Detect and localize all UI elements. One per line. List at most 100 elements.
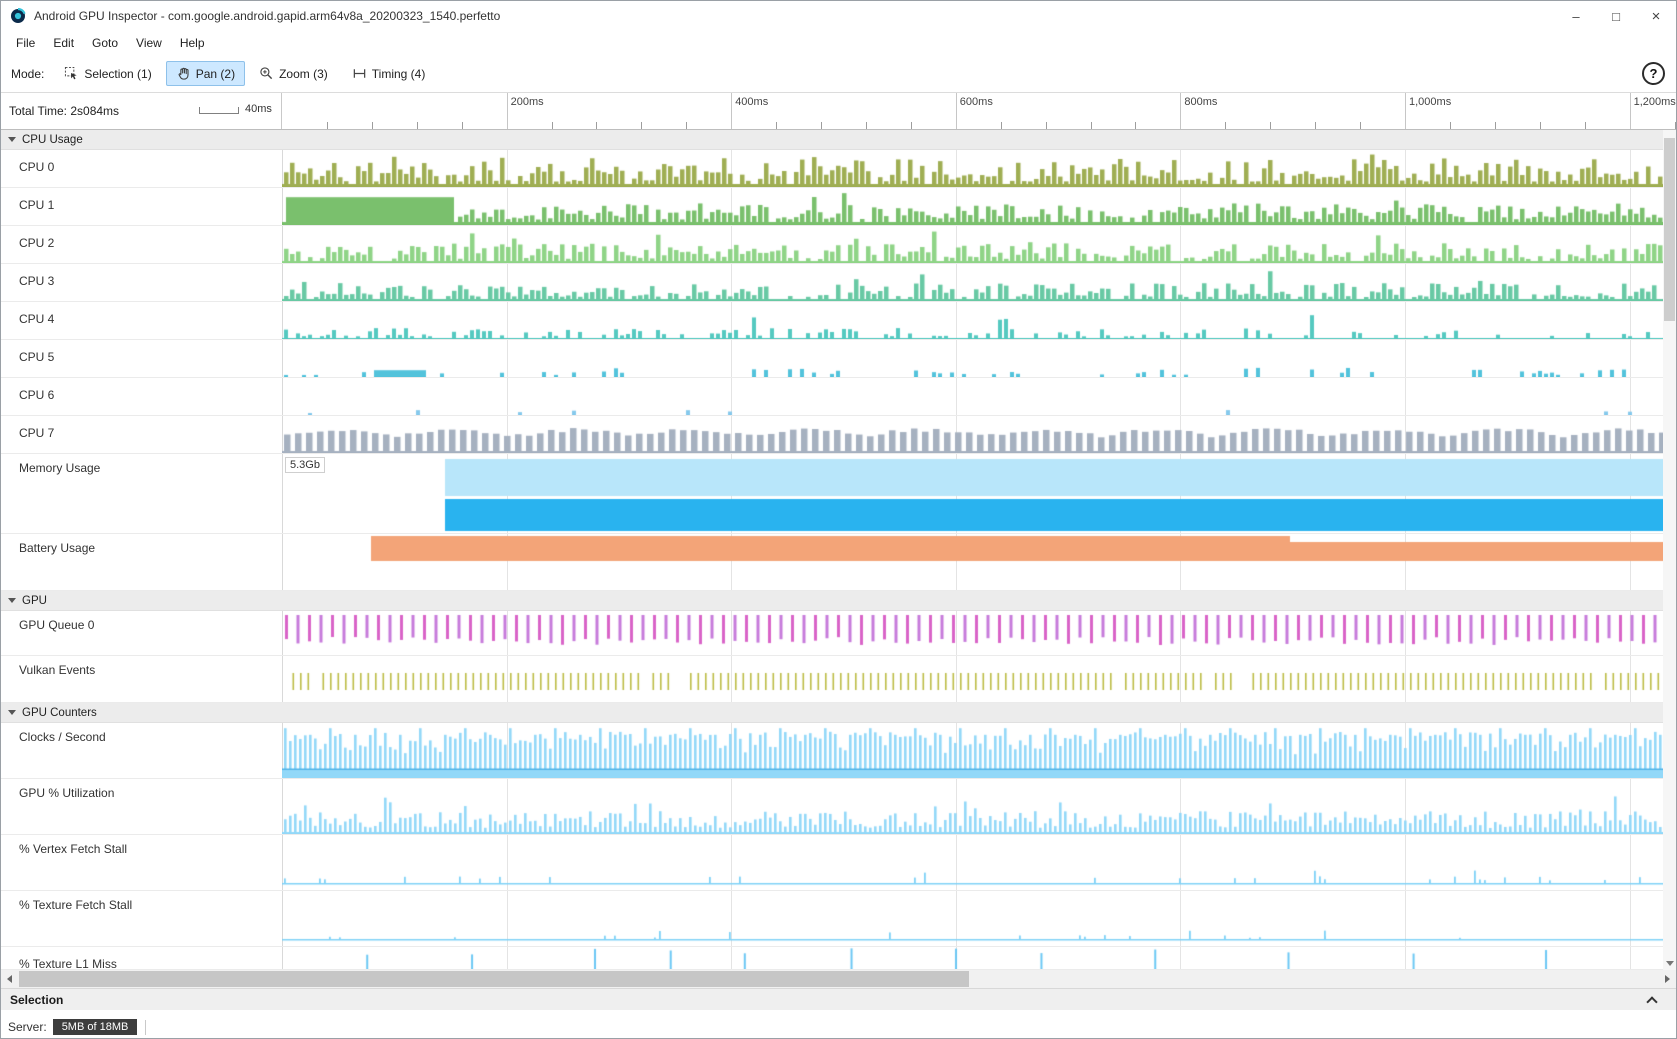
h-scroll-right-arrow[interactable] bbox=[1659, 970, 1676, 988]
toolbar: Mode: Selection (1)Pan (2)Zoom (3)Timing… bbox=[1, 55, 1676, 93]
ruler-minor-tick bbox=[910, 122, 912, 129]
track-label: CPU 0 bbox=[1, 150, 282, 187]
track-chart-texture-fetch-stall[interactable] bbox=[282, 891, 1676, 946]
track-chart-memory-usage[interactable]: 5.3Gb bbox=[282, 454, 1676, 533]
track-row-cpu-2: CPU 2 bbox=[1, 226, 1676, 264]
mode-buttons: Selection (1)Pan (2)Zoom (3)Timing (4) bbox=[54, 61, 439, 86]
track-chart-cpu-4[interactable] bbox=[282, 302, 1676, 339]
ruler-minor-tick bbox=[416, 122, 418, 129]
track-row-vulkan-events: Vulkan Events bbox=[1, 656, 1676, 703]
ruler-minor-tick bbox=[1360, 122, 1362, 129]
ruler-tick-label: 400ms bbox=[735, 96, 769, 108]
track-row-texture-fetch-stall: % Texture Fetch Stall bbox=[1, 891, 1676, 947]
ruler-minor-tick bbox=[641, 122, 643, 129]
section-title: GPU bbox=[22, 594, 47, 607]
section-header-gpu-counters[interactable]: GPU Counters bbox=[1, 703, 1676, 723]
track-chart-cpu-7[interactable] bbox=[282, 416, 1676, 453]
track-canvas bbox=[282, 611, 1676, 655]
track-label: CPU 3 bbox=[1, 264, 282, 301]
track-chart-battery-usage[interactable] bbox=[282, 534, 1676, 590]
app-icon bbox=[10, 8, 26, 24]
ruler-minor-tick bbox=[1539, 122, 1541, 129]
mode-button-pan[interactable]: Pan (2) bbox=[165, 61, 246, 86]
track-row-cpu-3: CPU 3 bbox=[1, 264, 1676, 302]
section-header-gpu[interactable]: GPU bbox=[1, 591, 1676, 611]
track-canvas bbox=[282, 723, 1676, 778]
track-chart-clocks-second[interactable] bbox=[282, 723, 1676, 778]
mode-button-selection[interactable]: Selection (1) bbox=[54, 61, 161, 86]
ruler-minor-tick bbox=[1674, 122, 1676, 129]
memory-value-label: 5.3Gb bbox=[285, 457, 325, 473]
track-canvas bbox=[282, 416, 1676, 453]
help-button[interactable]: ? bbox=[1642, 62, 1665, 85]
ruler-major-tick bbox=[1180, 93, 1182, 129]
track-row-clocks-second: Clocks / Second bbox=[1, 723, 1676, 779]
minimize-button[interactable]: – bbox=[1572, 8, 1580, 24]
mode-button-timing[interactable]: Timing (4) bbox=[342, 61, 436, 86]
selection-panel-header[interactable]: Selection bbox=[1, 988, 1676, 1010]
ruler-tick-label: 200ms bbox=[510, 96, 544, 108]
track-chart-cpu-6[interactable] bbox=[282, 378, 1676, 415]
h-scroll-thumb[interactable] bbox=[19, 971, 969, 987]
close-button[interactable]: × bbox=[1651, 7, 1661, 25]
track-row-cpu-5: CPU 5 bbox=[1, 340, 1676, 378]
ruler-major-tick bbox=[506, 93, 508, 129]
section-title: CPU Usage bbox=[22, 133, 83, 146]
menu-help[interactable]: Help bbox=[179, 36, 205, 50]
track-chart-cpu-2[interactable] bbox=[282, 226, 1676, 263]
scale-label: 40ms bbox=[245, 103, 272, 115]
track-canvas bbox=[282, 947, 1676, 969]
collapse-chevron-icon[interactable] bbox=[1646, 996, 1658, 1008]
ruler-minor-tick bbox=[1225, 122, 1227, 129]
ruler-left-panel: Total Time: 2s084ms 40ms bbox=[1, 93, 282, 129]
track-chart-gpu-utilization[interactable] bbox=[282, 779, 1676, 834]
ruler-minor-tick bbox=[1090, 122, 1092, 129]
ruler-minor-tick bbox=[865, 122, 867, 129]
track-chart-cpu-1[interactable] bbox=[282, 188, 1676, 225]
collapse-triangle-icon bbox=[8, 598, 16, 603]
track-label: CPU 5 bbox=[1, 340, 282, 377]
maximize-button[interactable]: □ bbox=[1612, 8, 1620, 24]
ruler-minor-tick bbox=[326, 122, 328, 129]
track-canvas bbox=[282, 340, 1676, 377]
track-canvas bbox=[282, 656, 1676, 702]
track-label: CPU 2 bbox=[1, 226, 282, 263]
left-arrow-icon bbox=[7, 975, 12, 983]
track-label: CPU 1 bbox=[1, 188, 282, 225]
ruler-minor-tick bbox=[1449, 122, 1451, 129]
menu-view[interactable]: View bbox=[136, 36, 162, 50]
v-scroll-thumb[interactable] bbox=[1664, 138, 1675, 321]
h-scroll-left-arrow[interactable] bbox=[1, 970, 18, 988]
horizontal-scrollbar[interactable] bbox=[1, 970, 1676, 988]
vertical-scrollbar[interactable] bbox=[1663, 130, 1676, 970]
track-chart-cpu-0[interactable] bbox=[282, 150, 1676, 187]
mode-label: Mode: bbox=[11, 66, 45, 81]
track-chart-cpu-3[interactable] bbox=[282, 264, 1676, 301]
track-chart-vulkan-events[interactable] bbox=[282, 656, 1676, 702]
menu-goto[interactable]: Goto bbox=[92, 36, 119, 50]
mode-button-zoom[interactable]: Zoom (3) bbox=[249, 61, 338, 86]
window-title: Android GPU Inspector - com.google.andro… bbox=[34, 9, 501, 23]
track-chart-gpu-queue-0[interactable] bbox=[282, 611, 1676, 655]
track-canvas bbox=[282, 188, 1676, 225]
ruler-minor-tick bbox=[596, 122, 598, 129]
track-chart-texture-l1-miss[interactable] bbox=[282, 947, 1676, 969]
v-scroll-down-arrow-icon[interactable] bbox=[1666, 961, 1674, 966]
ruler-minor-tick bbox=[1270, 122, 1272, 129]
track-canvas bbox=[282, 378, 1676, 415]
track-canvas bbox=[282, 534, 1676, 590]
ruler-tick-label: 600ms bbox=[959, 96, 993, 108]
section-header-cpu-usage[interactable]: CPU Usage bbox=[1, 130, 1676, 150]
menu-edit[interactable]: Edit bbox=[53, 36, 75, 50]
section-title: GPU Counters bbox=[22, 706, 97, 719]
menu-file[interactable]: File bbox=[16, 36, 36, 50]
window-controls: – □ × bbox=[1556, 1, 1676, 31]
track-chart-vertex-fetch-stall[interactable] bbox=[282, 835, 1676, 890]
track-row-gpu-utilization: GPU % Utilization bbox=[1, 779, 1676, 835]
track-chart-cpu-5[interactable] bbox=[282, 340, 1676, 377]
track-row-cpu-7: CPU 7 bbox=[1, 416, 1676, 454]
